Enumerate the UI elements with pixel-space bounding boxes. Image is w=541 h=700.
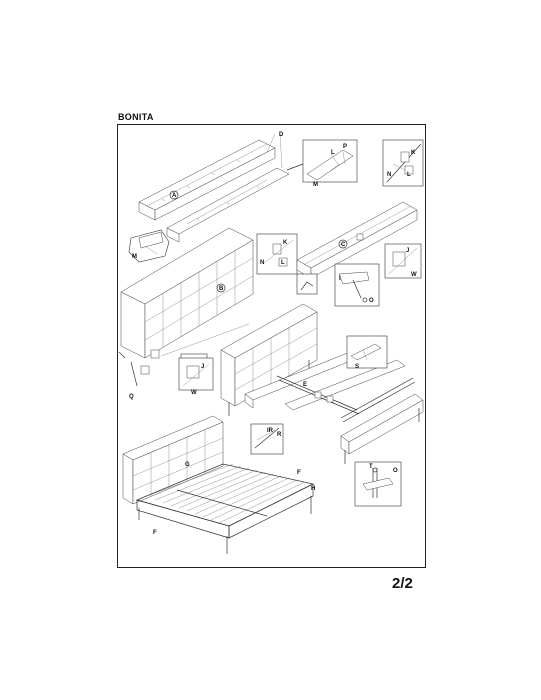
part-label-f2: F xyxy=(153,530,157,536)
part-label-t: T xyxy=(369,464,373,470)
part-label-s: S xyxy=(355,364,359,370)
part-label-h: H xyxy=(311,486,315,492)
part-label-n2: N xyxy=(260,260,264,266)
part-label-b: B xyxy=(219,286,224,292)
detail-jw-callout xyxy=(384,243,422,279)
detail-jw-frame-callout xyxy=(178,357,214,391)
assembly-drawing: D A M P L M K N L K N L B C J W I O Q J … xyxy=(118,132,424,554)
part-label-j1: J xyxy=(406,248,409,254)
part-label-a: A xyxy=(172,193,177,199)
part-label-p: P xyxy=(343,144,347,150)
side-rail-a xyxy=(138,133,290,243)
detail-to-callout xyxy=(354,461,402,507)
detail-s-callout xyxy=(346,335,388,369)
part-label-g: G xyxy=(185,462,190,468)
detail-p-callout xyxy=(286,139,358,183)
part-label-i: I xyxy=(339,276,341,282)
part-label-k2: K xyxy=(283,240,288,246)
part-label-l1: L xyxy=(331,150,335,156)
part-label-f1: F xyxy=(297,470,301,476)
detail-knl-mid-callout xyxy=(256,233,298,275)
part-label-o2: O xyxy=(393,468,398,474)
part-label-m2: M xyxy=(313,182,318,188)
part-label-w2: W xyxy=(191,390,197,396)
part-label-m1: M xyxy=(132,254,137,260)
sheet-title: BONITA xyxy=(118,112,154,122)
part-label-l2: L xyxy=(407,172,411,178)
headboard-b xyxy=(118,227,254,387)
detail-knl-top-callout xyxy=(382,139,424,187)
slatted-bed xyxy=(122,415,315,554)
part-label-j2: J xyxy=(201,364,204,370)
part-label-c: C xyxy=(341,242,346,248)
fitting-detail-l xyxy=(296,273,318,295)
detail-io-callout xyxy=(334,263,380,307)
drawing-frame xyxy=(117,124,426,568)
part-label-o1: O xyxy=(369,298,374,304)
part-label-k1: K xyxy=(411,150,416,156)
part-label-d: D xyxy=(279,132,284,138)
part-label-q: Q xyxy=(129,394,134,400)
part-label-r: R xyxy=(277,432,282,438)
part-labels: D A M P L M K N L K N L B C J W I O Q J … xyxy=(129,132,417,536)
part-label-n1: N xyxy=(387,172,391,178)
part-label-ir: IR xyxy=(267,428,274,434)
part-label-l3: L xyxy=(281,260,285,266)
part-label-w1: W xyxy=(411,272,417,278)
foot-rail-c xyxy=(296,201,418,279)
part-label-e: E xyxy=(303,382,307,388)
page-number: 2/2 xyxy=(392,575,413,592)
detail-r-callout xyxy=(250,423,284,455)
detail-m-callout xyxy=(128,229,170,263)
